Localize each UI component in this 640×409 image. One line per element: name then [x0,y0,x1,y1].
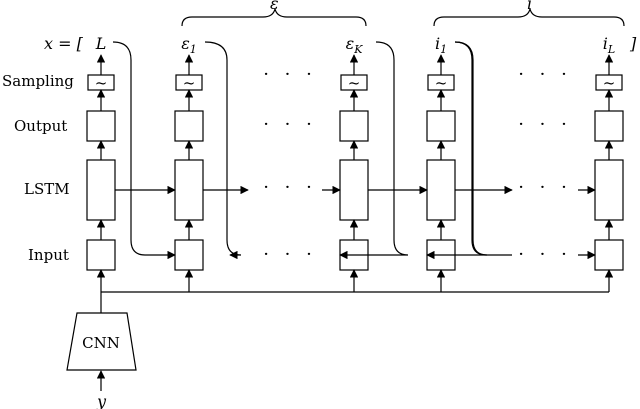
ellipsis-input: · · · [518,244,572,265]
sequence-token-4: i1 [435,34,447,56]
row-label-output: Output [14,117,67,135]
sampler-glyph: ~ [183,74,196,92]
i-group-label: i [527,0,532,13]
sequence-token-3: εK [346,34,364,56]
output-box [339,110,369,142]
lstm-cell [339,159,369,221]
sampler-glyph: ~ [435,74,448,92]
ellipsis-lstm: · · · [518,177,572,198]
sequence-token-2: ε1 [181,34,197,56]
ellipsis-sampler: · · · [518,64,572,85]
output-box [426,110,456,142]
timestep-column-2: ~ [174,54,204,271]
epsilon-group-brace: ε [181,0,367,27]
timestep-column-1: ~ [86,54,116,271]
sequence-token-1: L [95,34,107,53]
output-box [86,110,116,142]
sample-feedback-arrow-1 [112,41,176,260]
i-group-brace: i [433,0,625,27]
output-box [594,110,624,142]
sampler-glyph: ~ [95,74,108,92]
input-box [594,239,624,271]
epsilon-group-label: ε [270,0,279,13]
lstm-cell [174,159,204,221]
sampler-glyph: ~ [348,74,361,92]
output-box [174,110,204,142]
lstm-cell [86,159,116,221]
ellipsis-lstm: · · · [263,177,317,198]
row-label-sampling: Sampling [2,72,74,90]
timestep-column-3: ~ [339,54,369,271]
row-label-input: Input [28,246,69,264]
sample-feedback-arrow-3 [339,41,409,260]
ellipsis-output: · · · [518,114,572,135]
sequence-close-bracket: ] [629,34,637,53]
timestep-column-4: ~ [426,54,456,271]
lstm-cell [426,159,456,221]
sample-feedback-arrow-5 [454,41,512,256]
cnn-block: CNN [66,312,137,371]
sequence-prefix: x = [ [44,34,84,53]
sampler-glyph: ~ [603,74,616,92]
lstm-cell [594,159,624,221]
timestep-column-5: ~ [594,54,624,271]
sequence-token-5: iL [603,34,615,56]
cnn-label: CNN [82,334,120,352]
ellipsis-output: · · · [263,114,317,135]
ellipsis-sampler: · · · [263,64,317,85]
input-box [86,239,116,271]
ellipsis-input: · · · [263,244,317,265]
input-box [174,239,204,271]
input-variable-y: y [96,392,107,409]
row-label-lstm: LSTM [24,180,70,198]
sample-feedback-arrow-2 [204,41,242,260]
